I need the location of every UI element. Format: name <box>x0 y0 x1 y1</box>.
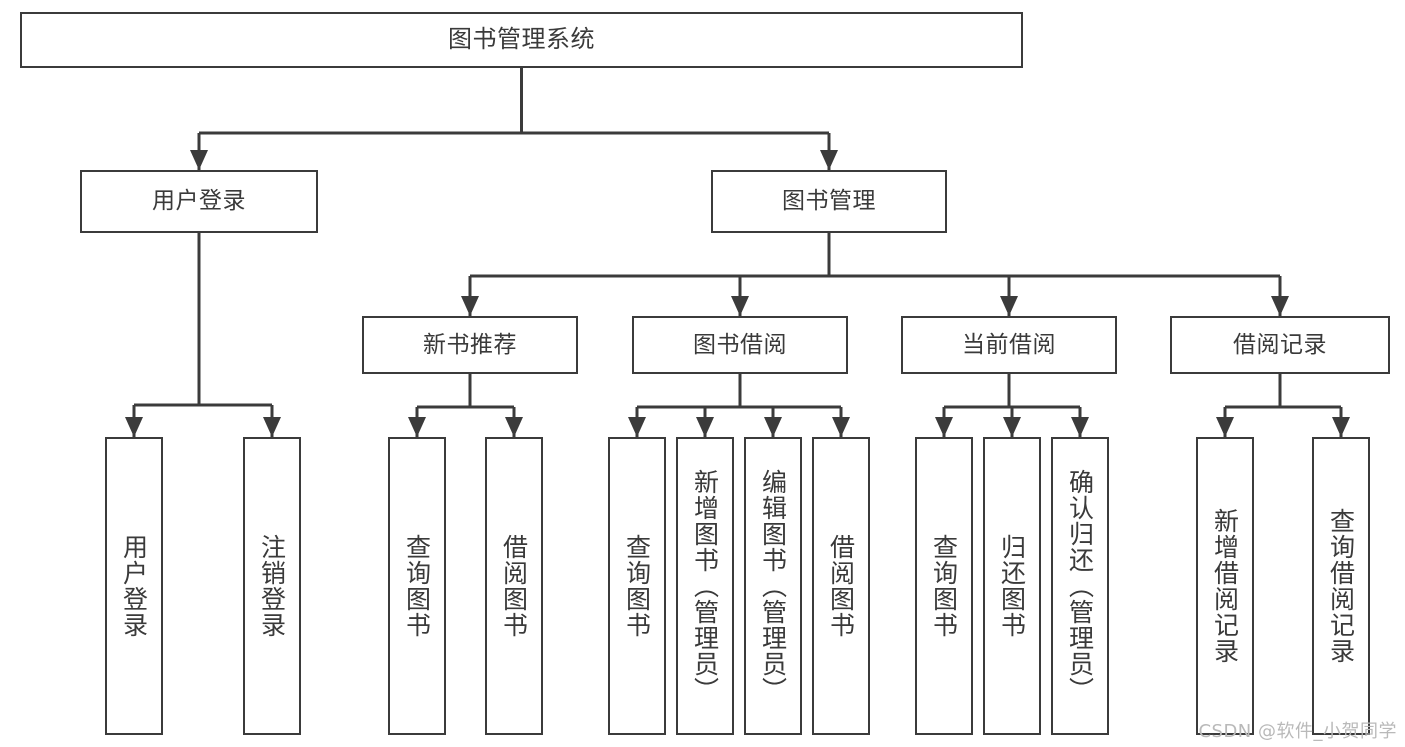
node-label: 新增借阅记录 <box>1210 508 1240 664</box>
node-leaf-new-1[interactable]: 查询图书 <box>388 437 446 735</box>
node-label: 借阅图书 <box>499 534 529 638</box>
arrowhead-newbook-1 <box>505 417 523 437</box>
node-label: 归还图书 <box>997 534 1027 638</box>
node-label: 图书借阅 <box>693 331 787 358</box>
arrowhead-login-0 <box>125 417 143 437</box>
arrowhead-bookmgmt-0 <box>461 296 479 316</box>
node-leaf-new-2[interactable]: 借阅图书 <box>485 437 543 735</box>
node-label: 查询图书 <box>402 534 432 638</box>
node-leaf-borrow-4[interactable]: 借阅图书 <box>812 437 870 735</box>
node-label: 借阅记录 <box>1233 331 1327 358</box>
arrowhead-borrow-0 <box>628 417 646 437</box>
arrowhead-records-1 <box>1332 417 1350 437</box>
arrowhead-newbook-0 <box>408 417 426 437</box>
node-leaf-borrow-2[interactable]: 新增图书（管理员） <box>676 437 734 735</box>
arrowhead-login-1 <box>263 417 281 437</box>
arrowhead-root-1 <box>820 150 838 170</box>
watermark-text: CSDN @软件_小贺同学 <box>1198 721 1397 742</box>
node-leaf-cur-2[interactable]: 归还图书 <box>983 437 1041 735</box>
node-newbook[interactable]: 新书推荐 <box>362 316 578 374</box>
node-leaf-login-2[interactable]: 注销登录 <box>243 437 301 735</box>
node-label: 查询图书 <box>929 534 959 638</box>
arrowhead-borrow-3 <box>832 417 850 437</box>
node-label: 用户登录 <box>119 534 149 638</box>
arrowhead-current-2 <box>1071 417 1089 437</box>
node-borrow[interactable]: 图书借阅 <box>632 316 848 374</box>
node-label: 图书管理 <box>782 188 876 215</box>
arrowhead-bookmgmt-2 <box>1000 296 1018 316</box>
arrowhead-root-0 <box>190 150 208 170</box>
node-leaf-rec-1[interactable]: 新增借阅记录 <box>1196 437 1254 735</box>
node-records[interactable]: 借阅记录 <box>1170 316 1390 374</box>
node-leaf-cur-1[interactable]: 查询图书 <box>915 437 973 735</box>
node-label: 借阅图书 <box>826 534 856 638</box>
node-label: 查询借阅记录 <box>1326 508 1356 664</box>
node-leaf-rec-2[interactable]: 查询借阅记录 <box>1312 437 1370 735</box>
node-label: 编辑图书（管理员） <box>758 469 788 703</box>
node-label: 新书推荐 <box>423 331 517 358</box>
node-label: 新增图书（管理员） <box>690 469 720 703</box>
node-bookmgmt[interactable]: 图书管理 <box>711 170 947 233</box>
node-label: 确认归还（管理员） <box>1065 469 1095 703</box>
arrowhead-bookmgmt-3 <box>1271 296 1289 316</box>
node-leaf-cur-3[interactable]: 确认归还（管理员） <box>1051 437 1109 735</box>
node-label: 图书管理系统 <box>448 25 595 54</box>
node-label: 当前借阅 <box>962 331 1056 358</box>
arrowhead-current-1 <box>1003 417 1021 437</box>
node-label: 注销登录 <box>257 534 287 638</box>
node-leaf-borrow-1[interactable]: 查询图书 <box>608 437 666 735</box>
node-label: 查询图书 <box>622 534 652 638</box>
node-leaf-login-1[interactable]: 用户登录 <box>105 437 163 735</box>
arrowhead-borrow-1 <box>696 417 714 437</box>
node-root[interactable]: 图书管理系统 <box>20 12 1023 68</box>
arrowhead-current-0 <box>935 417 953 437</box>
arrowhead-bookmgmt-1 <box>731 296 749 316</box>
node-login[interactable]: 用户登录 <box>80 170 318 233</box>
node-current[interactable]: 当前借阅 <box>901 316 1117 374</box>
node-label: 用户登录 <box>152 188 246 215</box>
node-leaf-borrow-3[interactable]: 编辑图书（管理员） <box>744 437 802 735</box>
arrowhead-borrow-2 <box>764 417 782 437</box>
arrowhead-records-0 <box>1216 417 1234 437</box>
